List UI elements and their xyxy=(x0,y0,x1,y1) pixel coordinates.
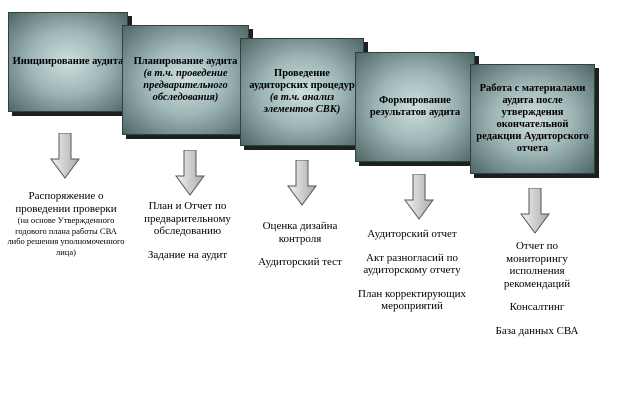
stage-title: Работа с материалами аудита после утверж… xyxy=(476,83,589,154)
output-item: Аудиторский отчет xyxy=(367,228,457,240)
stage-output-procedures: Оценка дизайна контроля Аудиторский тест xyxy=(250,220,350,269)
down-arrow-icon xyxy=(404,174,434,220)
output-item: Консалтинг xyxy=(509,301,565,313)
down-arrow-icon xyxy=(50,133,80,179)
output-item: Отчет по мониторингу исполнения рекоменд… xyxy=(503,240,571,290)
stage-box-followup: Работа с материалами аудита после утверж… xyxy=(470,64,595,174)
output-item: Оценка дизайна контроля xyxy=(262,220,338,245)
stage-box-procedures: Проведение аудиторских процедур (в т.ч. … xyxy=(240,38,364,146)
stage-output-initiation: Распоряжение о проведении проверки (на о… xyxy=(6,190,126,257)
output-note: (на основе Утвержденного годового плана … xyxy=(7,215,125,257)
down-arrow-icon xyxy=(520,188,550,234)
stage-subtitle: (в т.ч. анализ элементов СВК) xyxy=(263,92,341,115)
down-arrow-icon xyxy=(175,150,205,196)
output-item: План корректирующих мероприятий xyxy=(358,287,466,313)
stage-title: Инициирование аудита xyxy=(12,56,124,67)
stage-box-results: Формирование результатов аудита xyxy=(355,52,475,162)
output-item: Распоряжение о проведении проверки xyxy=(15,190,117,215)
stage-title: Проведение аудиторских процедур xyxy=(249,68,355,91)
down-arrow-icon xyxy=(287,160,317,206)
stage-title: Планирование аудита xyxy=(133,56,238,67)
stage-output-followup: Отчет по мониторингу исполнения рекоменд… xyxy=(487,240,587,337)
stage-output-planning: План и Отчет по предварительному обследо… xyxy=(130,200,245,261)
output-item: Аудиторский тест xyxy=(258,256,342,268)
output-item: Задание на аудит xyxy=(147,248,228,261)
output-item: База данных СВА xyxy=(495,324,579,337)
stage-output-results: Аудиторский отчет Акт разногласий по ауд… xyxy=(352,228,472,313)
stage-box-planning: Планирование аудита (в т.ч. проведение п… xyxy=(122,25,249,135)
output-item: Акт разногласий по аудиторскому отчету xyxy=(363,251,461,277)
output-item: План и Отчет по предварительному обследо… xyxy=(144,200,231,237)
stage-box-initiation: Инициирование аудита xyxy=(8,12,128,112)
stage-subtitle: (в т.ч. проведение предварительного обсл… xyxy=(143,68,228,103)
stage-title: Формирование результатов аудита xyxy=(369,95,461,118)
